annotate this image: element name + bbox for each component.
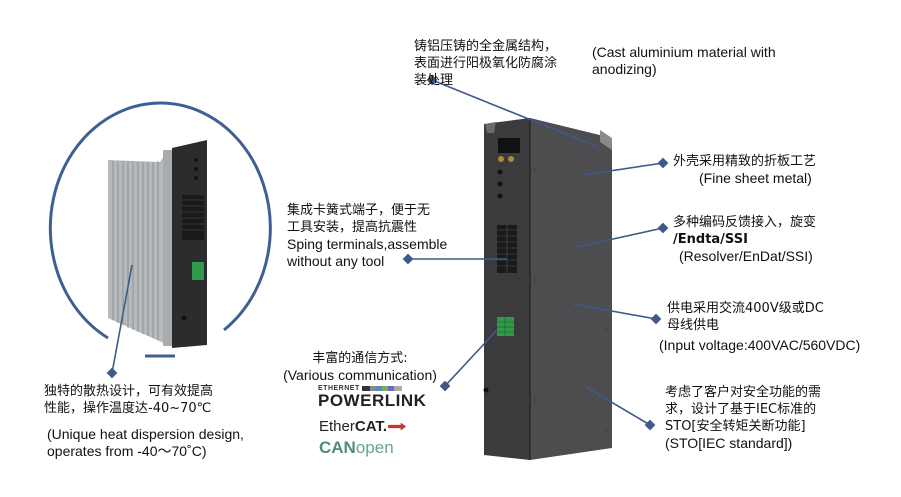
heat-cn-line-2: 性能，操作温度达-40~70℃ xyxy=(44,401,212,416)
casting-en-line-1: (Cast aluminium material with xyxy=(592,44,776,60)
powerlink-text: POWERLINK xyxy=(318,391,427,410)
callout-power-en: (Input voltage:400VAC/560VDC) xyxy=(659,337,860,354)
callout-safety: 考虑了客户对安全功能的需 求，设计了基于IEC标准的 STO[安全转矩关断功能]… xyxy=(665,384,821,452)
casting-cn-line-1: 铸铝压铸的全金属结构， xyxy=(414,39,558,54)
terminals-en-line-1: Sping terminals,assemble xyxy=(287,236,448,252)
power-en: (Input voltage:400VAC/560VDC) xyxy=(659,337,861,353)
callout-encoder: 多种编码反馈接入，旋变 /Endta/SSI (Resolver/EnDat/S… xyxy=(673,214,816,265)
encoder-cn-line-2: /Endta/SSI xyxy=(673,232,748,247)
casting-cn-line-3: 装处理 xyxy=(414,73,454,88)
connector-safety xyxy=(585,386,651,426)
encoder-cn-line-1: 多种编码反馈接入，旋变 xyxy=(673,215,817,230)
logo-powerlink: ETHERNET POWERLINK xyxy=(318,385,426,409)
callout-heat: 独特的散热设计，可有效提高 性能，操作温度达-40~70℃ xyxy=(44,383,213,417)
logo-ethercat: Ether CAT. xyxy=(319,418,407,435)
power-cn-line-2: 母线供电 xyxy=(667,318,720,333)
powerlink-ethernet-label: ETHERNET xyxy=(318,385,360,392)
callout-casting-en: (Cast aluminium material with anodizing) xyxy=(592,44,776,78)
canopen-rest: open xyxy=(355,438,394,457)
callout-communication: 丰富的通信方式: (Various communication) xyxy=(272,350,448,384)
ethercat-bold: CAT. xyxy=(354,418,388,435)
connector-encoder xyxy=(576,227,664,248)
callout-sheet-metal: 外壳采用精致的折板工艺 (Fine sheet metal) xyxy=(673,153,816,187)
safety-cn-line-1: 考虑了客户对安全功能的需 xyxy=(665,385,822,400)
connector-heat xyxy=(111,264,133,374)
heat-cn-line-1: 独特的散热设计，可有效提高 xyxy=(44,384,214,399)
safety-en: (STO[IEC standard]) xyxy=(665,435,793,451)
terminals-cn-line-2: 工具安装，提高抗震性 xyxy=(287,220,418,235)
highlight-circle xyxy=(48,101,272,340)
connector-casting xyxy=(431,79,599,148)
connector-power xyxy=(572,303,657,320)
connector-communication xyxy=(444,329,498,387)
main-device xyxy=(483,118,612,460)
communication-cn: 丰富的通信方式: xyxy=(312,351,408,366)
safety-cn-line-3: STO[安全转矩关断功能] xyxy=(665,419,806,434)
casting-en-line-2: anodizing) xyxy=(592,61,657,77)
canopen-bold: CAN xyxy=(319,438,356,457)
casting-cn-line-2: 表面进行阳极氧化防腐涂 xyxy=(414,56,558,71)
side-device xyxy=(108,140,207,348)
sheet-metal-cn: 外壳采用精致的折板工艺 xyxy=(673,154,817,169)
terminals-cn-line-1: 集成卡簧式端子，便于无 xyxy=(287,203,431,218)
connector-sheet-metal xyxy=(582,162,664,176)
power-cn-line-1: 供电采用交流400V级或DC xyxy=(667,301,824,316)
callout-terminals: 集成卡簧式端子，便于无 工具安装，提高抗震性 Sping terminals,a… xyxy=(287,202,447,270)
communication-en: (Various communication) xyxy=(283,367,437,383)
sheet-metal-en: (Fine sheet metal) xyxy=(699,170,812,186)
safety-cn-line-2: 求，设计了基于IEC标准的 xyxy=(665,402,817,417)
callout-power: 供电采用交流400V级或DC 母线供电 xyxy=(667,300,824,334)
powerlink-color-bar xyxy=(361,386,402,391)
terminals-en-line-2: without any tool xyxy=(287,253,385,269)
ethercat-arrow-icon xyxy=(388,422,407,431)
heat-en-line-1: (Unique heat dispersion design, xyxy=(47,426,244,442)
logo-canopen: CAN open xyxy=(319,438,394,458)
heat-en-line-2: operates from -40～70˚C) xyxy=(47,443,207,459)
encoder-en: (Resolver/EnDat/SSI) xyxy=(679,248,813,264)
callout-casting: 铸铝压铸的全金属结构， 表面进行阳极氧化防腐涂 装处理 xyxy=(414,38,557,89)
callout-heat-en: (Unique heat dispersion design, operates… xyxy=(47,426,244,460)
ethercat-prefix: Ether xyxy=(319,418,355,435)
